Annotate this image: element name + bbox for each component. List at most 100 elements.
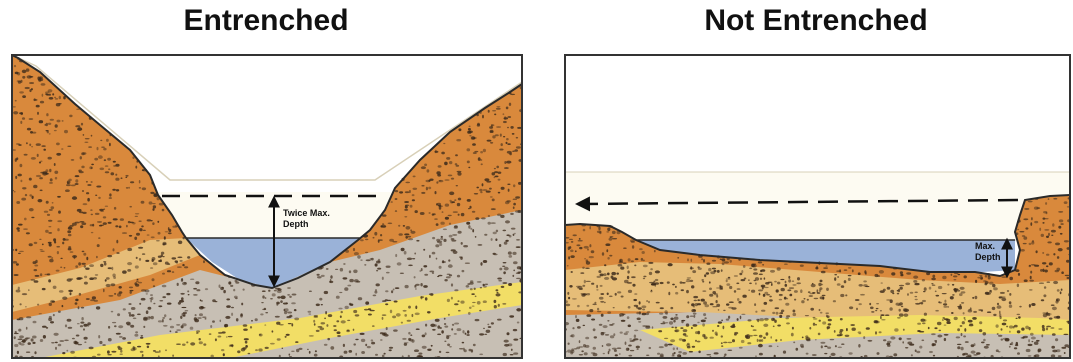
pebble (103, 209, 105, 210)
pebble (871, 311, 874, 313)
pebble (881, 319, 885, 320)
pebble (141, 225, 144, 227)
pebble (509, 235, 512, 238)
pebble (59, 290, 64, 293)
pebble (497, 319, 502, 321)
pebble (128, 312, 131, 314)
pebble (20, 121, 22, 124)
pebble (822, 297, 824, 300)
pebble (255, 318, 258, 321)
pebble (922, 300, 926, 302)
pebble (314, 316, 319, 318)
pebble (259, 334, 263, 337)
pebble (586, 314, 591, 317)
pebble (44, 211, 48, 213)
pebble (874, 320, 878, 323)
pebble (1054, 316, 1059, 318)
pebble (55, 124, 58, 128)
pebble (220, 320, 222, 323)
pebble (1056, 299, 1058, 302)
pebble (1064, 201, 1068, 204)
pebble (838, 347, 842, 349)
pebble (762, 286, 764, 290)
pebble (134, 237, 137, 240)
pebble (308, 313, 311, 314)
pebble (85, 138, 90, 139)
pebble (929, 351, 933, 353)
pebble (389, 239, 394, 242)
pebble (915, 299, 918, 300)
pebble (682, 352, 687, 355)
pebble (37, 154, 39, 157)
pebble (103, 289, 105, 292)
pebble (876, 303, 879, 304)
pebble (977, 277, 979, 279)
pebble (608, 351, 610, 354)
pebble (39, 239, 41, 240)
pebble (690, 315, 694, 317)
pebble (489, 126, 493, 129)
pebble (69, 115, 72, 118)
pebble (973, 311, 977, 313)
pebble (1065, 275, 1070, 276)
pebble (849, 352, 853, 354)
pebble (458, 214, 460, 216)
pebble (194, 317, 197, 320)
pebble (800, 289, 802, 293)
pebble (469, 206, 471, 209)
pebble (656, 302, 660, 304)
pebble (730, 325, 735, 328)
pebble (49, 303, 52, 306)
pebble (504, 340, 509, 343)
pebble (48, 123, 51, 125)
pebble (57, 220, 62, 222)
pebble (382, 277, 384, 280)
pebble (610, 335, 614, 338)
pebble (200, 299, 202, 301)
pebble (577, 305, 580, 307)
pebble (141, 335, 144, 337)
pebble (634, 265, 636, 267)
pebble (583, 229, 586, 232)
pebble (46, 123, 48, 126)
pebble (571, 348, 574, 351)
pebble (401, 322, 403, 324)
pebble (496, 289, 499, 291)
pebble (721, 342, 723, 344)
pebble (457, 300, 459, 302)
pebble (22, 117, 25, 120)
pebble (84, 337, 88, 340)
pebble (482, 115, 484, 119)
pebble (405, 285, 409, 288)
pebble (739, 347, 743, 349)
pebble (992, 307, 996, 310)
pebble (508, 251, 512, 254)
pebble (491, 208, 496, 210)
pebble (292, 294, 297, 296)
pebble (642, 313, 647, 316)
pebble (451, 297, 453, 300)
pebble (152, 259, 154, 262)
pebble (931, 333, 936, 335)
pebble (45, 230, 49, 233)
pebble (448, 314, 450, 316)
pebble (437, 174, 441, 177)
pebble (158, 260, 162, 262)
pebble (506, 107, 509, 110)
pebble (634, 335, 636, 338)
pebble (804, 298, 806, 299)
pebble (50, 119, 54, 121)
pebble (1022, 337, 1024, 339)
pebble (285, 336, 287, 338)
pebble (809, 293, 814, 295)
pebble (432, 329, 436, 331)
pebble (324, 344, 328, 346)
pebble (763, 324, 768, 327)
pebble (177, 257, 182, 259)
pebble (628, 325, 631, 328)
pebble (484, 234, 487, 236)
pebble (125, 175, 128, 177)
pebble (975, 296, 978, 299)
pebble (1009, 325, 1013, 328)
pebble (143, 317, 147, 320)
